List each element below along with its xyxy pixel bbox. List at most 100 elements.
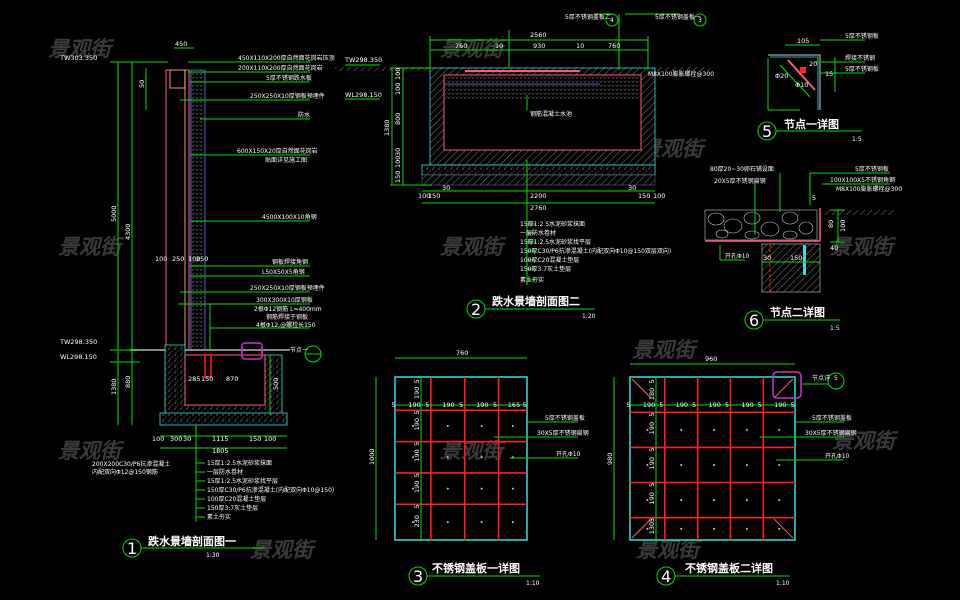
wall-outline — [165, 69, 190, 351]
dim-row: 5 — [648, 448, 656, 452]
callout-label: 2根Φ12钢筋 L=400mm — [254, 305, 322, 313]
dim: 20 — [809, 60, 817, 68]
layer-label: 100厚C20混凝土垫层 — [207, 495, 266, 503]
elevation-water: WL298.150 — [345, 91, 382, 99]
node-5-highlight[interactable] — [772, 371, 802, 399]
dim-basin-height: 880 — [124, 376, 132, 388]
drain-hole — [480, 487, 483, 490]
dim: 2200 — [530, 192, 547, 200]
node-ref-circle[interactable] — [827, 372, 845, 390]
dim-row: 5 — [413, 473, 421, 477]
watermark: 景观街 — [832, 429, 899, 453]
drain-hole — [411, 521, 414, 524]
callout-label: 4500X100X10角钢 — [262, 213, 317, 221]
panel-scale: 1:10 — [776, 580, 790, 587]
callout-label: 100X100X5不锈钢角钢 — [830, 176, 895, 184]
dim-col: 190 — [408, 401, 420, 409]
drain-hole — [446, 424, 449, 427]
dim: 5 — [812, 194, 816, 202]
dim-row: 190 — [413, 387, 421, 399]
dim-top: 450 — [175, 40, 187, 48]
callout-label: 开孔Φ10 — [725, 252, 750, 260]
drain-hole — [446, 456, 449, 459]
callout-label: 600X150X20厚自然面花岗岩 — [237, 147, 318, 155]
callout-ref: 4 — [610, 17, 614, 24]
watermark: 景观街 — [440, 37, 507, 61]
panel-1-wall-section: 450 TW303.350 TW298.350 WL298.150 5000 4… — [59, 40, 335, 559]
dim-total-height: 5000 — [110, 205, 118, 222]
dim: 2560 — [530, 31, 547, 39]
watermark: 景观街 — [250, 538, 317, 562]
drain-hole — [745, 499, 748, 502]
note: 200X200C30/P6抗渗混凝土 — [92, 460, 170, 468]
dim: 100 — [188, 255, 200, 263]
callout-label: 4根Φ12,@螺栓长150 — [256, 321, 316, 329]
detail-number: 1 — [127, 539, 137, 558]
dim-bottom-total: 1805 — [212, 447, 229, 455]
drain-hole — [680, 499, 683, 502]
dim: 30 — [628, 184, 636, 192]
dim: Φ10 — [795, 81, 808, 89]
dim: 800 — [394, 113, 402, 125]
callout-label: 5厚不锈钢盖板二 — [565, 13, 611, 21]
cover-plate — [629, 376, 796, 541]
dim-row: 5 — [648, 483, 656, 487]
anchor-bolt — [803, 245, 806, 275]
dim: 100 — [839, 220, 847, 232]
dim-height: 980 — [606, 453, 614, 465]
drain-hole — [680, 428, 683, 431]
elevation-water: WL298.150 — [60, 353, 97, 361]
node-ref-number: 5 — [834, 375, 838, 382]
callout-label: 20X5厚不锈钢扁钢 — [714, 177, 766, 185]
callout-label: 5厚不锈钢盖板一 — [655, 13, 701, 21]
node-1-highlight[interactable] — [241, 342, 263, 360]
panel-2-basin-section: 4 5厚不锈钢盖板二 3 5厚不锈钢盖板一 M8X100膨胀螺栓@300 钢筋混… — [335, 13, 714, 320]
dim: Φ20 — [775, 72, 788, 80]
dim: 30 — [183, 435, 191, 443]
dim-row: 5 — [648, 379, 656, 383]
layer-label: 一层防水卷材 — [520, 229, 556, 237]
panel-scale: 1:10 — [526, 580, 540, 587]
panel-6-node-detail-2: 80厚20~30卵石铺设面 20X5厚不锈钢扁钢 开孔Φ10 5厚不锈钢板 10… — [704, 165, 902, 332]
dim: 30 — [442, 184, 450, 192]
dim: 100 — [653, 192, 665, 200]
dim-row: 230 — [413, 515, 421, 527]
drain-hole — [778, 464, 781, 467]
dim-row: 5 — [413, 505, 421, 509]
dim-row: 5 — [648, 413, 656, 417]
dim: 250 — [196, 255, 208, 263]
drain-hole — [511, 487, 514, 490]
dim-col: 5 — [626, 401, 630, 409]
dim-row: 130 — [648, 522, 656, 534]
dim-col: 190 — [709, 401, 721, 409]
watermark: 景观街 — [632, 338, 699, 362]
dim-col: 165 — [508, 401, 520, 409]
dim-base-height: 1380 — [110, 378, 118, 395]
callout-label: 250X250X10厚钢板预埋件 — [250, 92, 325, 100]
detail-number: 5 — [762, 122, 772, 141]
drain-hole — [646, 499, 649, 502]
layer-label: 素土夯实 — [520, 276, 544, 284]
dim: 1115 — [212, 435, 229, 443]
dim: 300 — [170, 435, 182, 443]
drain-hole — [646, 464, 649, 467]
callout-ref: 3 — [698, 17, 702, 24]
panel-scale: 1:20 — [582, 313, 596, 320]
panel-5-node-detail-1: 105 Φ20 Φ10 20 15 5厚不锈钢板 焊接不锈钢 5厚不锈钢板 5 … — [757, 32, 879, 143]
callout-label: 5厚不锈钢盖板 — [812, 414, 852, 422]
layer-label: 15厚1:2.5水泥砂浆抹面 — [207, 459, 272, 467]
callout-label: 30X5厚不锈钢扁钢 — [805, 429, 857, 437]
dim-col: 5 — [758, 401, 762, 409]
panel-scale: 1:5 — [852, 136, 862, 143]
cladding — [190, 69, 206, 351]
steel-grid — [630, 377, 795, 540]
drain-hole — [713, 527, 716, 530]
callout-label: 5厚不锈钢盖板 — [545, 414, 585, 422]
watermark: 景观街 — [48, 37, 115, 61]
dim-height: 1000 — [368, 448, 376, 465]
dim-col: 5 — [523, 401, 527, 409]
panel-title: 不锈钢盖板二详图 — [685, 561, 773, 575]
dim-col: 190 — [741, 401, 753, 409]
basin-lining — [184, 354, 266, 406]
dim-row: 5 — [413, 379, 421, 383]
